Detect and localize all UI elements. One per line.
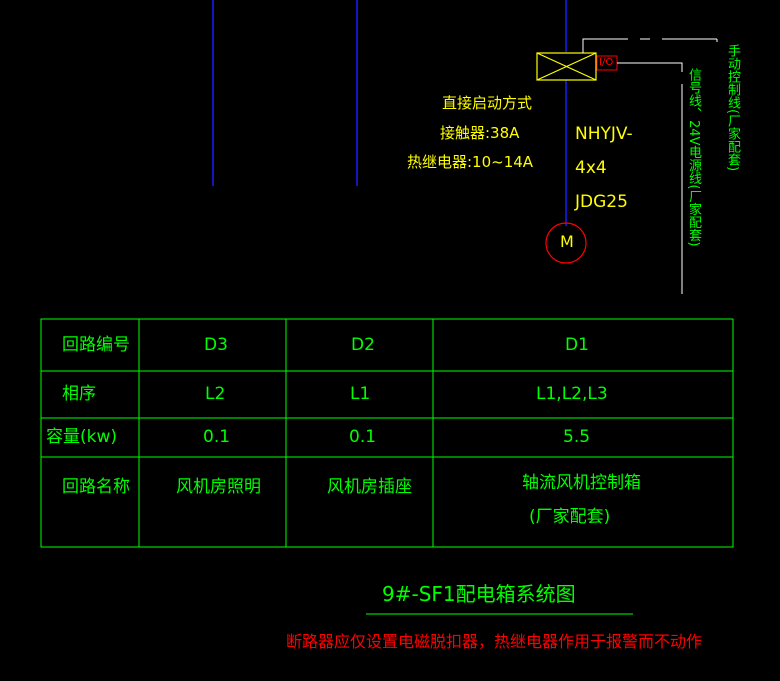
manual-control-wire-label: 手动控制线(厂家配套) bbox=[725, 44, 740, 172]
contactor-rating-label: 接触器:38A bbox=[440, 124, 520, 142]
cable-size-label: 4x4 bbox=[575, 158, 607, 178]
table-cell-d1-name: 轴流风机控制箱 bbox=[522, 473, 641, 493]
motor-symbol bbox=[545, 222, 587, 264]
diagram-title: 9#-SF1配电箱系统图 bbox=[382, 582, 576, 606]
table-cell-d1-number: D1 bbox=[565, 335, 589, 355]
signal-power-wire-label: 信号线、24V电源线(厂家配套) bbox=[686, 68, 701, 247]
table-cell-d2-capacity: 0.1 bbox=[349, 427, 377, 447]
conduit-label: JDG25 bbox=[575, 192, 628, 212]
motor-label: M bbox=[560, 232, 574, 251]
table-cell-d3-name: 风机房照明 bbox=[176, 477, 261, 497]
table-cell-d3-number: D3 bbox=[204, 335, 228, 355]
table-cell-d2-name: 风机房插座 bbox=[327, 477, 412, 497]
circuit-table-grid bbox=[40, 318, 734, 548]
thermal-relay-rating-label: 热继电器:10~14A bbox=[407, 153, 534, 171]
table-header-circuit-number: 回路编号 bbox=[62, 335, 130, 355]
cable-type-label: NHYJV- bbox=[575, 124, 633, 144]
control-wiring bbox=[582, 38, 718, 294]
table-header-capacity: 容量(kw) bbox=[46, 427, 118, 447]
breaker-note: 断路器应仅设置电磁脱扣器，热继电器作用于报警而不动作 bbox=[286, 632, 703, 651]
table-cell-d1-phase: L1,L2,L3 bbox=[536, 384, 608, 404]
table-cell-d2-number: D2 bbox=[351, 335, 375, 355]
table-header-circuit-name: 回路名称 bbox=[62, 477, 130, 497]
io-label: I/O bbox=[599, 57, 614, 68]
table-header-phase: 相序 bbox=[62, 384, 96, 404]
table-cell-d2-phase: L1 bbox=[350, 384, 371, 404]
table-cell-d3-capacity: 0.1 bbox=[203, 427, 231, 447]
table-cell-d3-phase: L2 bbox=[205, 384, 226, 404]
table-cell-d1-name-note: (厂家配套) bbox=[529, 507, 611, 527]
starter-method-label: 直接启动方式 bbox=[442, 94, 533, 112]
contactor-symbol bbox=[536, 52, 597, 81]
table-cell-d1-capacity: 5.5 bbox=[563, 427, 591, 447]
